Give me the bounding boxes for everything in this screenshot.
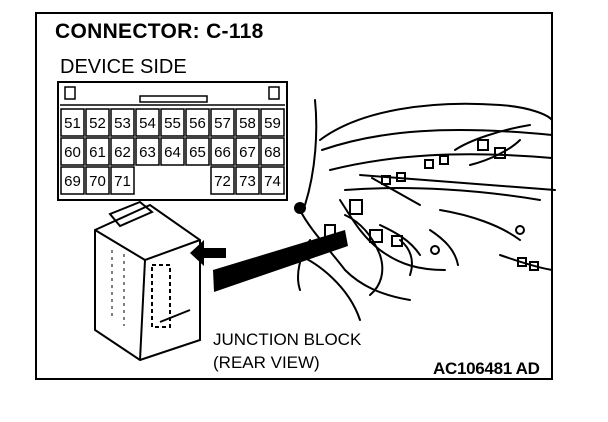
connector-pin-number: 53: [114, 115, 131, 132]
connector-pin-cell: [110, 108, 135, 137]
connector-pin-grid: 51 52 53 54 55 56 57 58 59 60 61 62 63 64 65 66 67 68 69 70…: [60, 108, 285, 195]
connector-pin-number: 52: [89, 115, 106, 132]
connector-pin-cell: [160, 137, 185, 166]
connector-pin-cell: [60, 137, 85, 166]
connector-pin-cell: [185, 108, 210, 137]
connector-pin-cell: [260, 108, 285, 137]
connector-pin-cell: [135, 108, 160, 137]
connector-pin-number: 70: [89, 173, 106, 190]
connector-pin-number: 55: [164, 115, 181, 132]
connector-pin-cell: [235, 137, 260, 166]
connector-pin-number: 66: [214, 144, 231, 161]
connector-pin-cell: [135, 137, 160, 166]
connector-pin-number: 58: [239, 115, 256, 132]
connector-pin-cell: [235, 108, 260, 137]
rear-view-caption: (REAR VIEW): [213, 353, 320, 372]
connector-pin-number: 54: [139, 115, 156, 132]
connector-pin-cell: [85, 166, 110, 195]
connector-pin-number: 57: [214, 115, 231, 132]
device-side-label: DEVICE SIDE: [60, 56, 187, 78]
connector-pin-cell: [85, 137, 110, 166]
connector-pin-number: 71: [114, 173, 131, 190]
connector-pin-number: 65: [189, 144, 206, 161]
connector-pin-number: 60: [64, 144, 81, 161]
connector-pin-number: 63: [139, 144, 156, 161]
connector-face: [57, 81, 288, 201]
connector-pin-cell: [260, 137, 285, 166]
connector-pin-number: 74: [264, 173, 281, 190]
connector-pin-cell: [210, 108, 235, 137]
arrow-icon: [190, 230, 348, 292]
connector-pin-number: 72: [214, 173, 231, 190]
connector-pin-cell: [60, 108, 85, 137]
connector-pin-cell: [110, 137, 135, 166]
connector-pin-cell: [160, 108, 185, 137]
junction-block-caption: JUNCTION BLOCK: [213, 330, 362, 349]
connector-pin-number: 56: [189, 115, 206, 132]
connector-pin-number: 64: [164, 144, 181, 161]
connector-pin-number: 59: [264, 115, 281, 132]
connector-pin-cell: [185, 137, 210, 166]
connector-pin-cell: [85, 108, 110, 137]
connector-pin-number: 62: [114, 144, 131, 161]
connector-pin-number: 61: [89, 144, 106, 161]
junction-block-illustration: [94, 200, 201, 362]
connector-pin-number: 68: [264, 144, 281, 161]
connector-pin-number: 51: [64, 115, 81, 132]
connector-pin-number: 67: [239, 144, 256, 161]
connector-pin-cell: [210, 166, 235, 195]
connector-pin-cell: [260, 166, 285, 195]
connector-pin-number: 73: [239, 173, 256, 190]
dashboard-illustration: [284, 99, 556, 321]
connector-pin-number: 69: [64, 173, 81, 190]
figure-frame: [35, 12, 553, 380]
figure-code: AC106481 AD: [433, 359, 540, 378]
connector-title: CONNECTOR: C-118: [55, 20, 264, 43]
connector-pin-cell: [110, 166, 135, 195]
connector-pin-cell: [235, 166, 260, 195]
connector-pin-cell: [210, 137, 235, 166]
connector-pin-cell: [60, 166, 85, 195]
